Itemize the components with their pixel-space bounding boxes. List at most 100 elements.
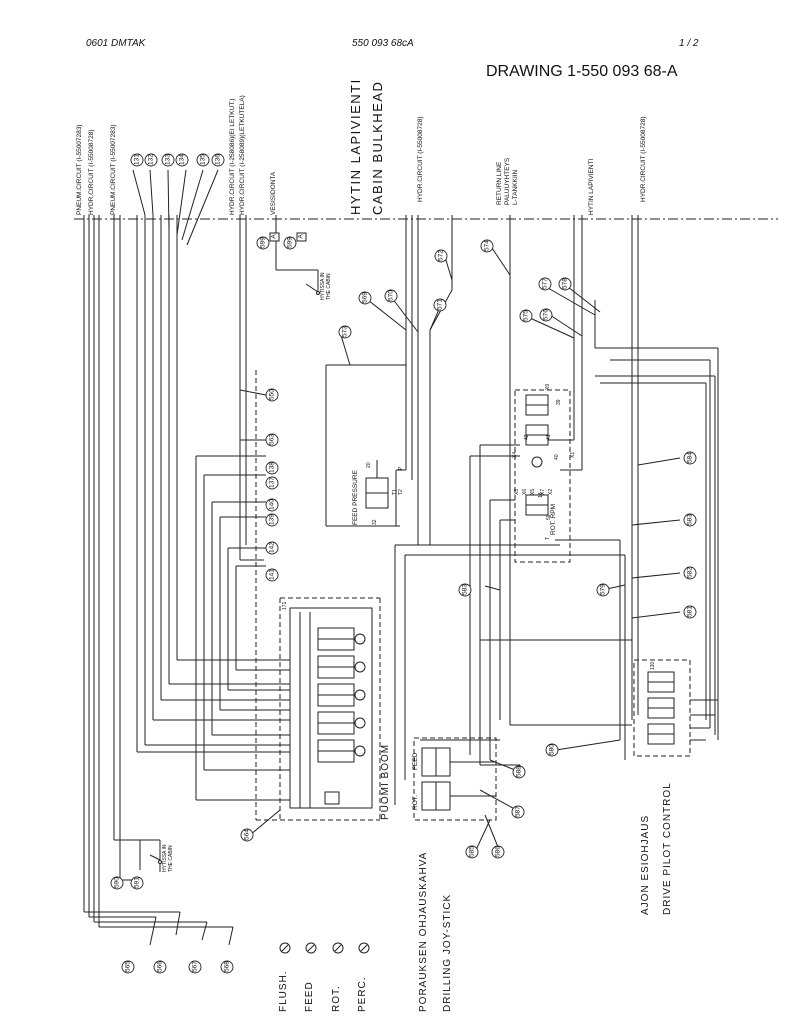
label-puomi-boom: PUOMI BOOM [380, 743, 391, 820]
port-x2: X2 [548, 488, 554, 495]
label-hydr-circuit-1: HYDR.CIRCUIT (I-55008728) [88, 129, 95, 216]
port-x3: X3 [514, 488, 520, 495]
gauge-symbols [279, 942, 370, 954]
port-x4: X4 [512, 451, 518, 458]
bubble-599a: 599 [259, 237, 267, 248]
gauge-label-flush: FLUSH. [278, 970, 289, 1012]
bubble-573: 573 [341, 326, 349, 337]
label-feed-js: FEED [412, 752, 419, 770]
badge-a-2: A [297, 234, 305, 239]
bubble-132: 132 [147, 154, 155, 165]
bubble-138: 138 [268, 462, 276, 473]
cabin-switch-bottom [139, 840, 162, 870]
bubble-135: 135 [199, 154, 207, 165]
centre-lines [394, 215, 719, 805]
bubble-142: 142 [268, 542, 276, 553]
bubble-565: 565 [124, 961, 132, 972]
header-left: 0601 DMTAK [86, 38, 146, 49]
label-paluuyhteys: PALUUYHTEYS [504, 157, 511, 205]
port-p: P [398, 466, 404, 470]
gauge-label-rot: ROT. [331, 985, 342, 1012]
bubble-136: 136 [214, 154, 222, 165]
bubble-131: 131 [133, 154, 141, 165]
badge-a-1: A [270, 234, 278, 239]
valve-18: 18 [538, 492, 544, 498]
bubble-572: 572 [437, 250, 445, 261]
bubble-578: 578 [561, 278, 569, 289]
bubble-591: 591 [133, 877, 141, 888]
label-hydr-circuit-5: HYDR.CIRCUIT (I-55008728) [640, 116, 647, 203]
bubble-564: 564 [243, 829, 251, 840]
title-ajon: AJON ESIOHJAUS [640, 814, 651, 915]
label-cabin-note-bottom: HYTISSA IN THE CABIN [162, 844, 174, 872]
bubble-571: 571 [436, 299, 444, 310]
boom-valve-block [289, 607, 373, 809]
bubble-583: 583 [686, 514, 694, 525]
port-x9: X9 [545, 383, 551, 390]
bubble-579: 579 [599, 584, 607, 595]
label-hytin-lapivienti: HYTIN LAPIVIENTI [348, 78, 363, 215]
bubble-140: 140 [268, 499, 276, 510]
bubble-576: 576 [542, 309, 550, 320]
bubble-567: 567 [191, 961, 199, 972]
header-center: 550 093 68cA [352, 38, 414, 49]
valve-20: 20 [366, 462, 372, 468]
port-x1: X1 [570, 451, 576, 458]
rot-rpm-valve-block [489, 389, 571, 760]
bubble-570: 570 [387, 290, 395, 301]
drive-pilot-block [633, 659, 718, 757]
valve-32: 32 [372, 519, 378, 525]
gauge-label-feed: FEED [304, 981, 315, 1012]
bubble-137: 137 [268, 477, 276, 488]
bubble-141: 141 [268, 569, 276, 580]
label-feed-pressure: FEED PRESSURE [352, 470, 359, 525]
title-drilling: DRILLING JOY-STICK [442, 893, 453, 1012]
bubble-588: 588 [515, 766, 523, 777]
bubble-563: 563 [268, 434, 276, 445]
valve-171: 171 [282, 601, 288, 610]
bubble-583b: 583 [461, 584, 469, 595]
label-hydr-circuit-2: HYDR.CIRCUIT (I-258086)(EI LETKUT.) [229, 98, 236, 215]
label-vesisidonta: VESISIDONTA [270, 171, 277, 215]
label-cabin-note-top: HYTISSA IN THE CABIN [320, 272, 332, 300]
valve-40: 40 [554, 454, 560, 460]
bubble-shapes [110, 153, 697, 974]
port-x5: X5 [530, 488, 536, 495]
bubble-134: 134 [178, 154, 186, 165]
bubble-584: 584 [686, 452, 694, 463]
port-t2: T2 [398, 489, 404, 495]
bubble-569: 569 [361, 292, 369, 303]
label-hydr-circuit-4: HYDR.CIRCUIT (I-55008728) [417, 116, 424, 203]
port-t: T [545, 536, 551, 540]
bubble-575: 575 [522, 310, 530, 321]
bubble-574: 574 [483, 240, 491, 251]
port-x6: X6 [522, 488, 528, 495]
label-hydr-circuit-3: HYDR.CIRCUIT (I-258089)(LETKUTELA) [239, 95, 246, 215]
bubble-587: 587 [514, 806, 522, 817]
bubble-581: 581 [686, 606, 694, 617]
cabin-switch-top [275, 215, 320, 295]
bubble-586: 586 [494, 846, 502, 857]
gauge-label-perc: PERC. [357, 976, 368, 1012]
header-right: 1 / 2 [679, 38, 699, 49]
feed-pressure-valve [325, 215, 413, 527]
valve-41: 41 [546, 434, 552, 440]
bubble-582: 582 [686, 567, 694, 578]
label-l-tankkiin: L-TANKKIIN [512, 169, 519, 205]
label-cabin-bulkhead: CABIN BULKHEAD [370, 80, 385, 215]
title-porauksen: PORAUKSEN OHJAUSKAHVA [418, 851, 429, 1012]
valve-42: 42 [524, 434, 530, 440]
drawing-title: DRAWING 1-550 093 68-A [486, 63, 678, 80]
bubble-585: 585 [468, 846, 476, 857]
label-pneum-circuit-2: PNEUM.CIRCUIT (I-55007283) [110, 124, 117, 215]
label-pneum-circuit-1: PNEUM.CIRCUIT (I-55007283) [76, 124, 83, 215]
bubble-580: 580 [548, 744, 556, 755]
label-hytin-lapivienti-2: HYTIN LAPIVIENTI [588, 158, 595, 215]
left-line-bundle [83, 169, 300, 946]
bubble-599b: 599 [286, 237, 294, 248]
valve-59: 59 [546, 514, 552, 520]
bubble-568b: 568 [223, 961, 231, 972]
label-rot-js: ROT. [412, 795, 419, 810]
label-return-line: RETURN LINE [496, 161, 503, 205]
